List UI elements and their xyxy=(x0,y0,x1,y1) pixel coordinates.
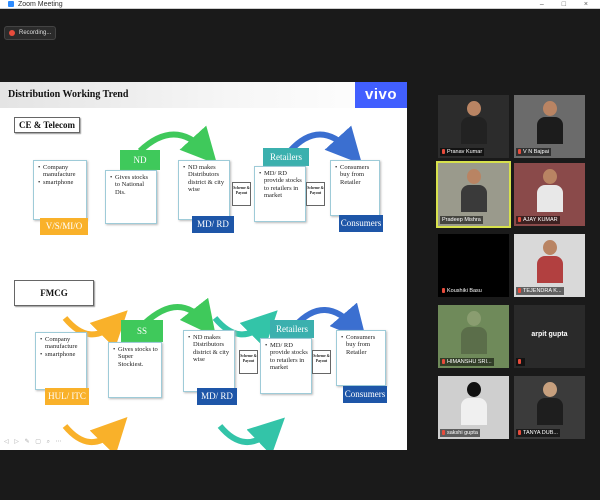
arrow-green-2 xyxy=(142,297,217,338)
arrow-green-1 xyxy=(137,125,218,165)
tag-retailers-2: Retailers xyxy=(270,320,314,338)
tag-vsmio: V/S/MI/O xyxy=(40,218,88,235)
participant-name-center: arpit gupta xyxy=(531,331,568,338)
card-distributor-1: Gives stocks to National Dis. xyxy=(105,170,157,224)
participant-tile[interactable]: Pranav Kumar xyxy=(438,95,509,158)
section-label-ce-telecom: CE & Telecom xyxy=(14,117,80,133)
card-text: ND makes Distributors district & city wi… xyxy=(183,164,226,194)
vivo-logo: vivo xyxy=(355,82,407,108)
arrow-orange-1 xyxy=(62,310,128,349)
scheme-payout-2b: Scheme & Payout xyxy=(312,350,331,374)
tag-mdrd-1: MD/ RD xyxy=(192,216,234,233)
recording-indicator[interactable]: Recording... xyxy=(4,26,56,40)
participant-tile[interactable]: Koushiki Basu xyxy=(438,234,509,297)
card-text: Consumers buy from Retailer xyxy=(335,164,376,186)
participant-video xyxy=(461,101,487,144)
zoom-logo-icon xyxy=(8,1,14,8)
participant-video xyxy=(461,169,487,212)
tag-hul-itc: HUL/ ITC xyxy=(45,388,89,405)
card-retailer-2: MD/ RD provide stocks to retailers in ma… xyxy=(260,338,312,394)
scheme-payout-1a: Scheme & Payout xyxy=(232,182,251,206)
card-text: smartphone xyxy=(40,351,83,359)
tag-consumers-1: Consumers xyxy=(339,215,383,232)
participant-tile[interactable]: TANYA DUB... xyxy=(514,376,585,439)
participant-tile[interactable]: AJAY KUMAR xyxy=(514,163,585,226)
participant-video xyxy=(461,382,487,425)
record-dot-icon xyxy=(9,30,15,36)
shared-slide: Distribution Working Trend vivo CE & Tel… xyxy=(0,82,407,450)
participant-name: Pranav Kumar xyxy=(440,148,485,156)
arrow-teal-1 xyxy=(212,310,278,349)
participant-tile[interactable]: sakshi gupta xyxy=(438,376,509,439)
participant-name: Pradeep Mishra xyxy=(440,216,483,224)
tag-mdrd-2: MD/ RD xyxy=(197,388,237,405)
participant-name: TANYA DUB... xyxy=(516,429,560,437)
card-text: Company manufacture xyxy=(38,164,83,179)
flow-arrows xyxy=(62,125,367,450)
tag-ss: SS xyxy=(121,320,163,342)
mic-muted-icon xyxy=(442,288,445,294)
mic-muted-icon xyxy=(518,217,521,223)
card-consumer-1: Consumers buy from Retailer xyxy=(330,160,380,216)
recording-label: Recording... xyxy=(19,30,52,36)
participant-name: V N Bajpai xyxy=(516,148,551,156)
card-text: MD/ RD provide stocks to retailers in ma… xyxy=(265,342,308,372)
participant-name xyxy=(516,358,525,366)
participant-tile[interactable]: arpit gupta xyxy=(514,305,585,368)
participant-video xyxy=(537,169,563,212)
participant-video xyxy=(537,101,563,144)
scheme-payout-2a: Scheme & Payout xyxy=(239,350,258,374)
card-manufacturer-1: Company manufacture smartphone xyxy=(33,160,87,220)
arrow-teal-2b xyxy=(217,417,285,450)
mic-muted-icon xyxy=(518,288,521,294)
card-retailer-1: MD/ RD provide stocks to retailers in ma… xyxy=(254,166,306,222)
participant-name: HIMANSHU SRI... xyxy=(440,358,494,366)
participant-tile[interactable]: HIMANSHU SRI... xyxy=(438,305,509,368)
card-middle-2: ND makes Distributors district & city wi… xyxy=(183,330,235,392)
participant-tile[interactable]: V N Bajpai xyxy=(514,95,585,158)
participant-video xyxy=(461,311,487,354)
participant-video xyxy=(537,240,563,283)
card-middle-1: ND makes Distributors district & city wi… xyxy=(178,160,230,220)
card-distributor-2: Gives stocks to Super Stockiest. xyxy=(108,342,162,398)
participant-tile[interactable]: TEJENDRA K... xyxy=(514,234,585,297)
arrow-blue-1 xyxy=(287,125,363,165)
mic-muted-icon xyxy=(518,359,521,365)
card-text: Company manufacture xyxy=(40,336,83,351)
card-text: ND makes Distributors district & city wi… xyxy=(188,334,231,364)
card-consumer-2: Consumers buy from Retailer xyxy=(336,330,386,386)
tag-nd: ND xyxy=(120,150,160,170)
participant-name: Koushiki Basu xyxy=(440,287,484,295)
slide-controls[interactable]: ◁ ▷ ✎ ▢ ⌕ ⋯ xyxy=(4,439,64,445)
mic-muted-icon xyxy=(518,430,521,436)
slide-title: Distribution Working Trend xyxy=(8,89,129,100)
mic-muted-icon xyxy=(442,430,445,436)
tag-consumers-2: Consumers xyxy=(343,386,387,403)
participant-name: sakshi gupta xyxy=(440,429,480,437)
window-titlebar: Zoom Meeting – □ × xyxy=(0,0,600,9)
participant-name: AJAY KUMAR xyxy=(516,216,560,224)
scheme-payout-1b: Scheme & Payout xyxy=(306,182,325,206)
card-text: Consumers buy from Retailer xyxy=(341,334,382,356)
slide-header: Distribution Working Trend vivo xyxy=(0,82,407,108)
participant-video xyxy=(537,382,563,425)
mic-muted-icon xyxy=(442,149,445,155)
section-label-fmcg: FMCG xyxy=(14,280,94,306)
card-text: Gives stocks to National Dis. xyxy=(110,174,153,196)
participant-tile-active[interactable]: Pradeep Mishra xyxy=(436,161,511,228)
participant-name: TEJENDRA K... xyxy=(516,287,564,295)
tag-retailers-1: Retailers xyxy=(263,148,309,166)
arrow-orange-2b xyxy=(62,417,128,450)
card-text: Gives stocks to Super Stockiest. xyxy=(113,346,158,368)
card-text: smartphone xyxy=(38,179,83,187)
card-text: MD/ RD provide stocks to retailers in ma… xyxy=(259,170,302,200)
window-controls[interactable]: – □ × xyxy=(539,1,596,8)
mic-muted-icon xyxy=(442,359,445,365)
card-manufacturer-2: Company manufacture smartphone xyxy=(35,332,87,390)
window-title: Zoom Meeting xyxy=(17,1,63,8)
mic-muted-icon xyxy=(518,149,521,155)
